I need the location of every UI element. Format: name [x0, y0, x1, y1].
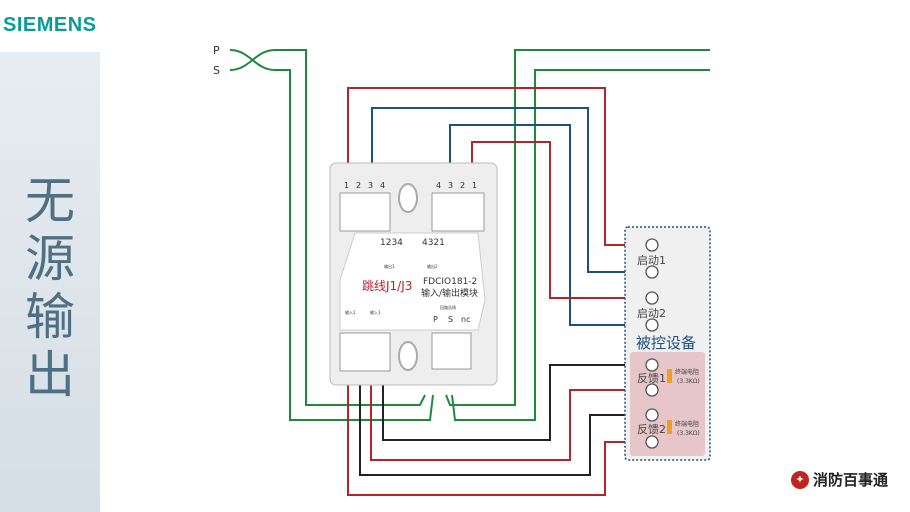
feedback1-label: 反馈1 [637, 372, 666, 385]
page-title: 无源输出 [25, 172, 75, 404]
feedback-area [630, 352, 705, 456]
bus-out-1 [445, 49, 710, 406]
start1-label: 启动1 [637, 254, 666, 267]
terminal-icon [645, 238, 659, 252]
jumper2-pins: 4321 [422, 238, 445, 248]
input1-label: 输入1 [370, 309, 381, 315]
tl-term-2: 2 [356, 181, 361, 190]
bus-term-s: S [448, 315, 453, 324]
terminal-icon [645, 291, 659, 305]
loop-bus-label: 回路总线 [440, 304, 456, 310]
resistor2-value: (3.3KΩ) [677, 430, 700, 437]
fire-logo-icon: ✦ [790, 470, 809, 489]
resistor1-value: (3.3KΩ) [677, 378, 700, 385]
wire-blue-1 [371, 107, 645, 273]
bus-term-nc: nc [461, 315, 470, 324]
terminal-icon [645, 318, 659, 332]
input2-label: 输入2 [345, 309, 356, 315]
resistor1-label: 终端电阻 [675, 368, 699, 376]
terminal-icon [645, 358, 659, 372]
module-model: FDCIO181-2 [423, 277, 477, 287]
jumper-note: 跳线J1/J3 [362, 279, 412, 293]
wire-black-2 [359, 385, 645, 476]
terminal-icon [645, 408, 659, 422]
side-panel [0, 0, 100, 512]
terminal-icon [645, 435, 659, 449]
wire-red-2 [471, 141, 645, 299]
bus-out-2 [451, 69, 710, 421]
logo-band [0, 0, 100, 52]
tl-term-1: 1 [344, 181, 349, 190]
resistor2-label: 终端电阻 [675, 420, 699, 428]
terminal-icon [645, 265, 659, 279]
controlled-title: 被控设备 [636, 334, 696, 352]
module-desc: 输入/输出模块 [421, 287, 478, 299]
jumper2-label: 输出2 [427, 263, 438, 269]
io-module [329, 162, 498, 386]
jumper1-pins: 1234 [380, 238, 403, 248]
wire-red-4 [347, 385, 645, 496]
tr-term-2: 2 [460, 181, 465, 190]
bus-label-s: S [213, 64, 220, 77]
tl-term-3: 3 [368, 181, 373, 190]
resistor-icon [667, 420, 672, 434]
resistor-icon [667, 369, 672, 383]
bus-label-p: P [213, 44, 220, 57]
tr-term-1: 1 [472, 181, 477, 190]
start2-label: 启动2 [637, 307, 666, 320]
bus-wire-p [229, 49, 434, 421]
bus-wire-s [229, 49, 426, 406]
jumper1-label: 输出1 [384, 263, 395, 269]
wire-red-3 [370, 385, 645, 461]
tr-term-3: 3 [448, 181, 453, 190]
siemens-logo: SIEMENS [3, 14, 97, 36]
feedback2-label: 反馈2 [637, 423, 666, 436]
footer-brand-text: 消防百事通 [812, 471, 888, 489]
wire-red-1 [347, 87, 645, 246]
footer-brand: ✦ 消防百事通 [790, 469, 888, 490]
wire-black-1 [382, 364, 645, 441]
tr-term-4: 4 [436, 181, 441, 190]
wire-blue-2 [449, 124, 645, 326]
tl-term-4: 4 [380, 181, 385, 190]
bus-term-p: P [433, 315, 438, 324]
terminal-icon [645, 383, 659, 397]
